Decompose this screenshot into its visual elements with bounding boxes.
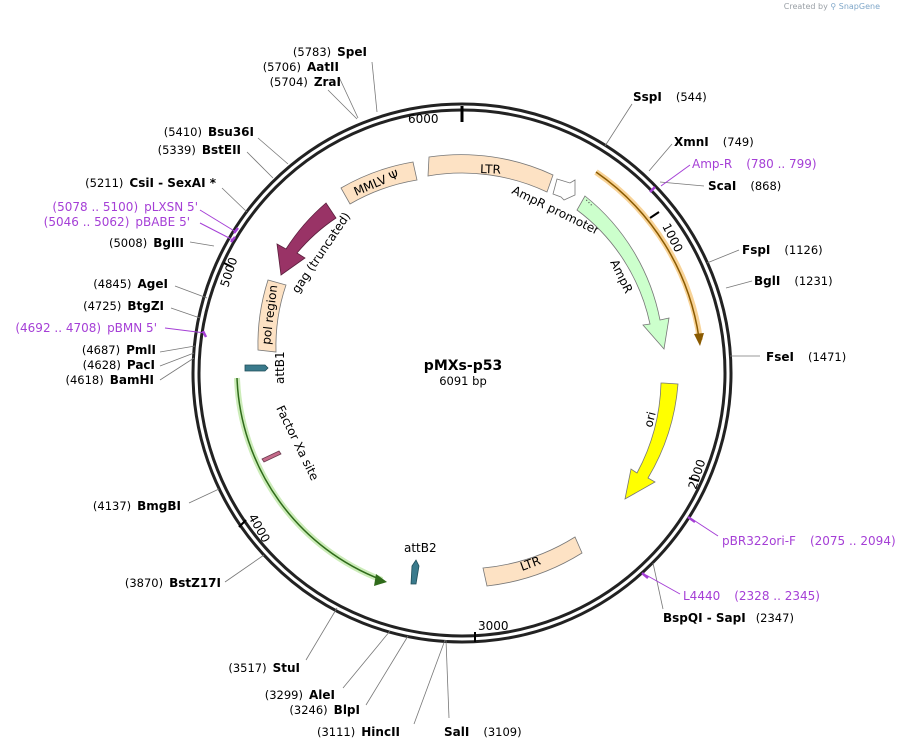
- feature-label-ltr-2: LTR: [518, 554, 542, 574]
- tick-group: [223, 211, 700, 642]
- site-btgzi: (4725)BtgZI: [83, 299, 164, 313]
- feature-factor-xa: [261, 450, 282, 463]
- site-paci: (4628)PacI: [83, 358, 155, 372]
- snapgene-logo-icon: ⚲: [830, 2, 837, 11]
- site-spei: (5783)SpeI: [293, 45, 367, 59]
- tick-label-6000: 6000: [408, 112, 439, 126]
- site-bglii: (5008)BglII: [109, 236, 184, 250]
- site-fsei: FseI(1471): [766, 350, 846, 364]
- site-zrai: (5704)ZraI: [270, 75, 341, 89]
- feature-label-attb2: attB2: [404, 541, 437, 555]
- site-bsu36i: (5410)Bsu36I: [164, 125, 254, 139]
- primer-pbmn: (4692 .. 4708)pBMN 5': [15, 321, 157, 335]
- feature-ampr: [576, 195, 670, 350]
- orf-arrowhead: [374, 574, 387, 586]
- site-stui: (3517)StuI: [228, 661, 300, 675]
- site-bstz17i: (3870)BstZ17I: [125, 576, 221, 590]
- tick-label-3000: 3000: [478, 619, 509, 633]
- site-bsteii: (5339)BstEII: [158, 143, 241, 157]
- site-labels-right: SalI(3109) SspI(544) XmnI(749) ScaI(868)…: [444, 90, 846, 739]
- site-sspi: SspI(544): [633, 90, 707, 104]
- feature-attb1: [244, 364, 269, 372]
- site-bspqi-sapi: BspQI - SapI(2347): [663, 611, 794, 625]
- feature-label-ltr-1: LTR: [480, 162, 501, 177]
- feature-ampr-promoter: [552, 178, 576, 201]
- plasmid-name: pMXs-p53: [424, 358, 502, 374]
- site-pmli: (4687)PmlI: [82, 343, 156, 357]
- site-bamhi: (4618)BamHI: [65, 373, 154, 387]
- feature-gag: [276, 202, 337, 276]
- site-agei: (4845)AgeI: [93, 277, 168, 291]
- site-aatii: (5706)AatII: [263, 60, 339, 74]
- site-sali: SalI(3109): [444, 725, 522, 739]
- amp-r-primer-arrowhead: [694, 333, 704, 346]
- snapgene-credit: Created by ⚲ SnapGene: [784, 2, 880, 11]
- primer-leader-lines: [164, 164, 719, 595]
- feature-mmlv-psi: [340, 161, 418, 205]
- leader-lines: [159, 61, 760, 725]
- primer-l4440: L4440(2328 .. 2345): [683, 589, 820, 603]
- amp-r-primer-arc: [595, 171, 700, 339]
- site-fspi: FspI(1126): [742, 243, 823, 257]
- plasmid-length: 6091 bp: [439, 374, 487, 388]
- credit-prefix: Created by: [783, 2, 828, 11]
- site-scai: ScaI(868): [708, 179, 781, 193]
- site-labels-left: (5783)SpeI (5706)AatII (5704)ZraI (5410)…: [65, 45, 400, 739]
- feature-pol-region: [257, 279, 287, 353]
- feature-ori: [624, 382, 679, 500]
- primer-pbr322ori-f: pBR322ori-F(2075 .. 2094): [722, 534, 896, 548]
- feature-attb2: [410, 559, 420, 585]
- feature-label-attb1: attB1: [273, 351, 287, 384]
- credit-brand: SnapGene: [838, 2, 880, 11]
- site-csii-sexai: (5211)CsiI - SexAI *: [85, 176, 217, 190]
- site-bgli: BglI(1231): [754, 274, 833, 288]
- site-hincii: (3111)HincII: [317, 725, 400, 739]
- feature-label-factor-xa: Factor Xa site: [273, 403, 321, 482]
- primer-marks: [201, 186, 696, 579]
- site-xmni: XmnI(749): [674, 135, 754, 149]
- site-alei: (3299)AleI: [265, 688, 335, 702]
- orf-arc: [236, 377, 383, 581]
- feature-label-ori: ori: [641, 410, 658, 429]
- site-blpi: (3246)BlpI: [289, 703, 360, 717]
- feature-ltr-2: [482, 536, 583, 587]
- primer-amp-r: Amp-R(780 .. 799): [692, 157, 817, 171]
- tick-label-5000: 5000: [218, 256, 241, 289]
- feature-ltr-1: [427, 154, 554, 193]
- primer-pbabe: (5046 .. 5062)pBABE 5': [44, 215, 190, 229]
- site-bmgbi: (4137)BmgBI: [93, 499, 181, 513]
- primer-plxsn: (5078 .. 5100)pLXSN 5': [52, 200, 198, 214]
- primer-labels: (5078 .. 5100)pLXSN 5' (5046 .. 5062)pBA…: [15, 157, 895, 603]
